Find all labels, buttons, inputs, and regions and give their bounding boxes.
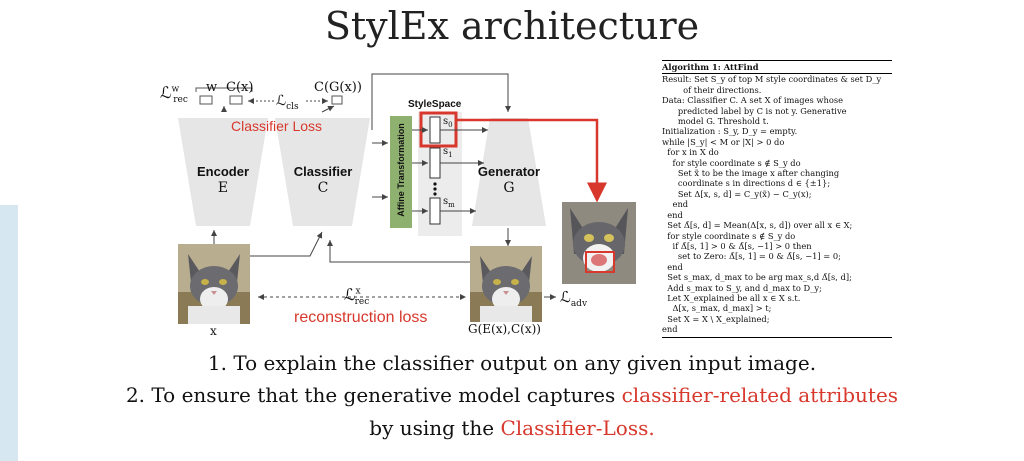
bullet-2: 2. To ensure that the generative model c… (0, 383, 1024, 407)
bullet-2-text: 2. To ensure that the generative model c… (125, 383, 622, 407)
edge (327, 240, 470, 263)
algorithm-header: Algorithm 1: AttFind (662, 60, 892, 75)
classifier-label: Classifier (293, 164, 353, 179)
style-s0-label: s0 (443, 116, 453, 129)
algorithm-line: Set Δ̄[s, d] = Mean(Δ[x, s, d]) over all… (662, 220, 853, 231)
dot (433, 192, 437, 196)
algorithm-line: for style coordinate s ∉ S_y do (662, 230, 796, 241)
style-s1-label: s1 (443, 146, 453, 159)
algorithm-line: end (662, 199, 689, 210)
style-s0-box (429, 116, 441, 144)
bullet-3-highlight: Classifier-Loss. (500, 416, 655, 440)
edge (321, 105, 335, 113)
algorithm-line: Set s_max, d_max to be arg max_s,d Δ̄[s,… (662, 272, 852, 283)
latent-w-label: w (206, 80, 218, 95)
page-title: StylEx architecture (324, 4, 700, 48)
algorithm-line: coordinate s in directions d ∈ {±1}; (662, 178, 831, 189)
bullet-3-text: by using the (369, 416, 501, 440)
algorithm-line: for style coordinate s ∉ S_y do (662, 157, 801, 168)
algorithm-line: Initialization : S_y, D_y = empty. (662, 126, 798, 137)
algorithm-line: Set x̃ to be the image x after changing (662, 168, 840, 179)
loss-rec-w: ℒwrec (160, 83, 188, 106)
bullet-2-highlight: classifier-related attributes (621, 383, 899, 407)
modified-cat-image (562, 202, 636, 284)
generator-symbol: G (503, 180, 515, 196)
cx-box (229, 95, 243, 105)
algorithm-line: Let X_explained be all x ∈ X s.t. (662, 292, 801, 303)
algorithm-line: while |S_y| < M or |X| > 0 do (662, 136, 785, 147)
bullet-1: 1. To explain the classifier output on a… (207, 351, 817, 375)
affine-label: Affine Transformation (396, 123, 406, 217)
style-sm-box (429, 197, 441, 225)
loss-rec-x: ℒxrec (344, 285, 370, 308)
algorithm-lines: Result: Set S_y of top M style coordinat… (662, 74, 892, 334)
edge (250, 231, 323, 257)
classifier-loss-label: Classifier Loss (231, 118, 323, 134)
dot (433, 187, 437, 191)
dot (433, 182, 437, 186)
affine-block (390, 116, 412, 228)
encoder-block (178, 118, 268, 226)
algorithm-line: Add s_max to S_y, and d_max to D_y; (662, 282, 822, 293)
brace (195, 87, 253, 92)
classifier-block (275, 118, 370, 226)
algorithm-line: end (662, 324, 678, 335)
style-sm-label: sm (443, 196, 455, 209)
cgx-box (331, 95, 343, 105)
latent-w-box (199, 95, 213, 105)
stylespace-label: StyleSpace (408, 99, 462, 110)
cgx-label: C(G(x)) (314, 80, 362, 95)
algorithm-line: if Δ̄[s, 1] > 0 & Δ̄[s, −1] > 0 then (662, 240, 812, 251)
algorithm-line: Set Δ[x, s, d] = C_y(x̃) − C_y(x); (662, 188, 812, 199)
input-cat-image (178, 244, 250, 324)
encoder-symbol: E (217, 180, 229, 196)
algorithm-box: Algorithm 1: AttFind Result: Set S_y of … (662, 60, 892, 340)
style-s1-box (429, 147, 441, 179)
bullet-2-continuation: by using the Classifier-Loss. (0, 416, 1024, 440)
algorithm-line: Δ[x, s_max, d_max] > t; (662, 303, 772, 314)
algorithm-line: predicted label by C is not y. Generativ… (662, 105, 847, 116)
reconstruction-loss-label: reconstruction loss (294, 309, 428, 326)
loss-cls: ℒcls (276, 93, 299, 112)
edge (371, 73, 511, 112)
generator-block (472, 118, 546, 226)
algorithm-line: for x in X do (662, 147, 719, 158)
algorithm-line: Result: Set S_y of top M style coordinat… (662, 74, 882, 85)
algorithm-line: Data: Classifier C. A set X of images wh… (662, 95, 844, 106)
output-label: G(E(x),C(x)) (468, 322, 541, 336)
classifier-symbol: C (317, 180, 329, 196)
encoder-label: Encoder (196, 164, 249, 179)
cx-label: C(x) (226, 80, 254, 95)
left-accent-bar (0, 205, 18, 461)
highlight-arrow (456, 118, 607, 203)
input-x-label: x (210, 324, 217, 338)
algorithm-line: set to Zero: Δ̄[s, 1] = 0 & Δ̄[s, −1] = … (662, 251, 841, 262)
algorithm-line: of their directions. (662, 84, 762, 95)
algorithm-line: model G. Threshold t. (662, 116, 769, 127)
algorithm-line: end (662, 209, 683, 220)
algorithm-line: Set X = X \ X_explained; (662, 313, 770, 324)
algorithm-line: end (662, 261, 683, 272)
output-cat-image (470, 246, 542, 322)
loss-adv: ℒadv (560, 288, 588, 309)
generator-label: Generator (477, 164, 541, 179)
